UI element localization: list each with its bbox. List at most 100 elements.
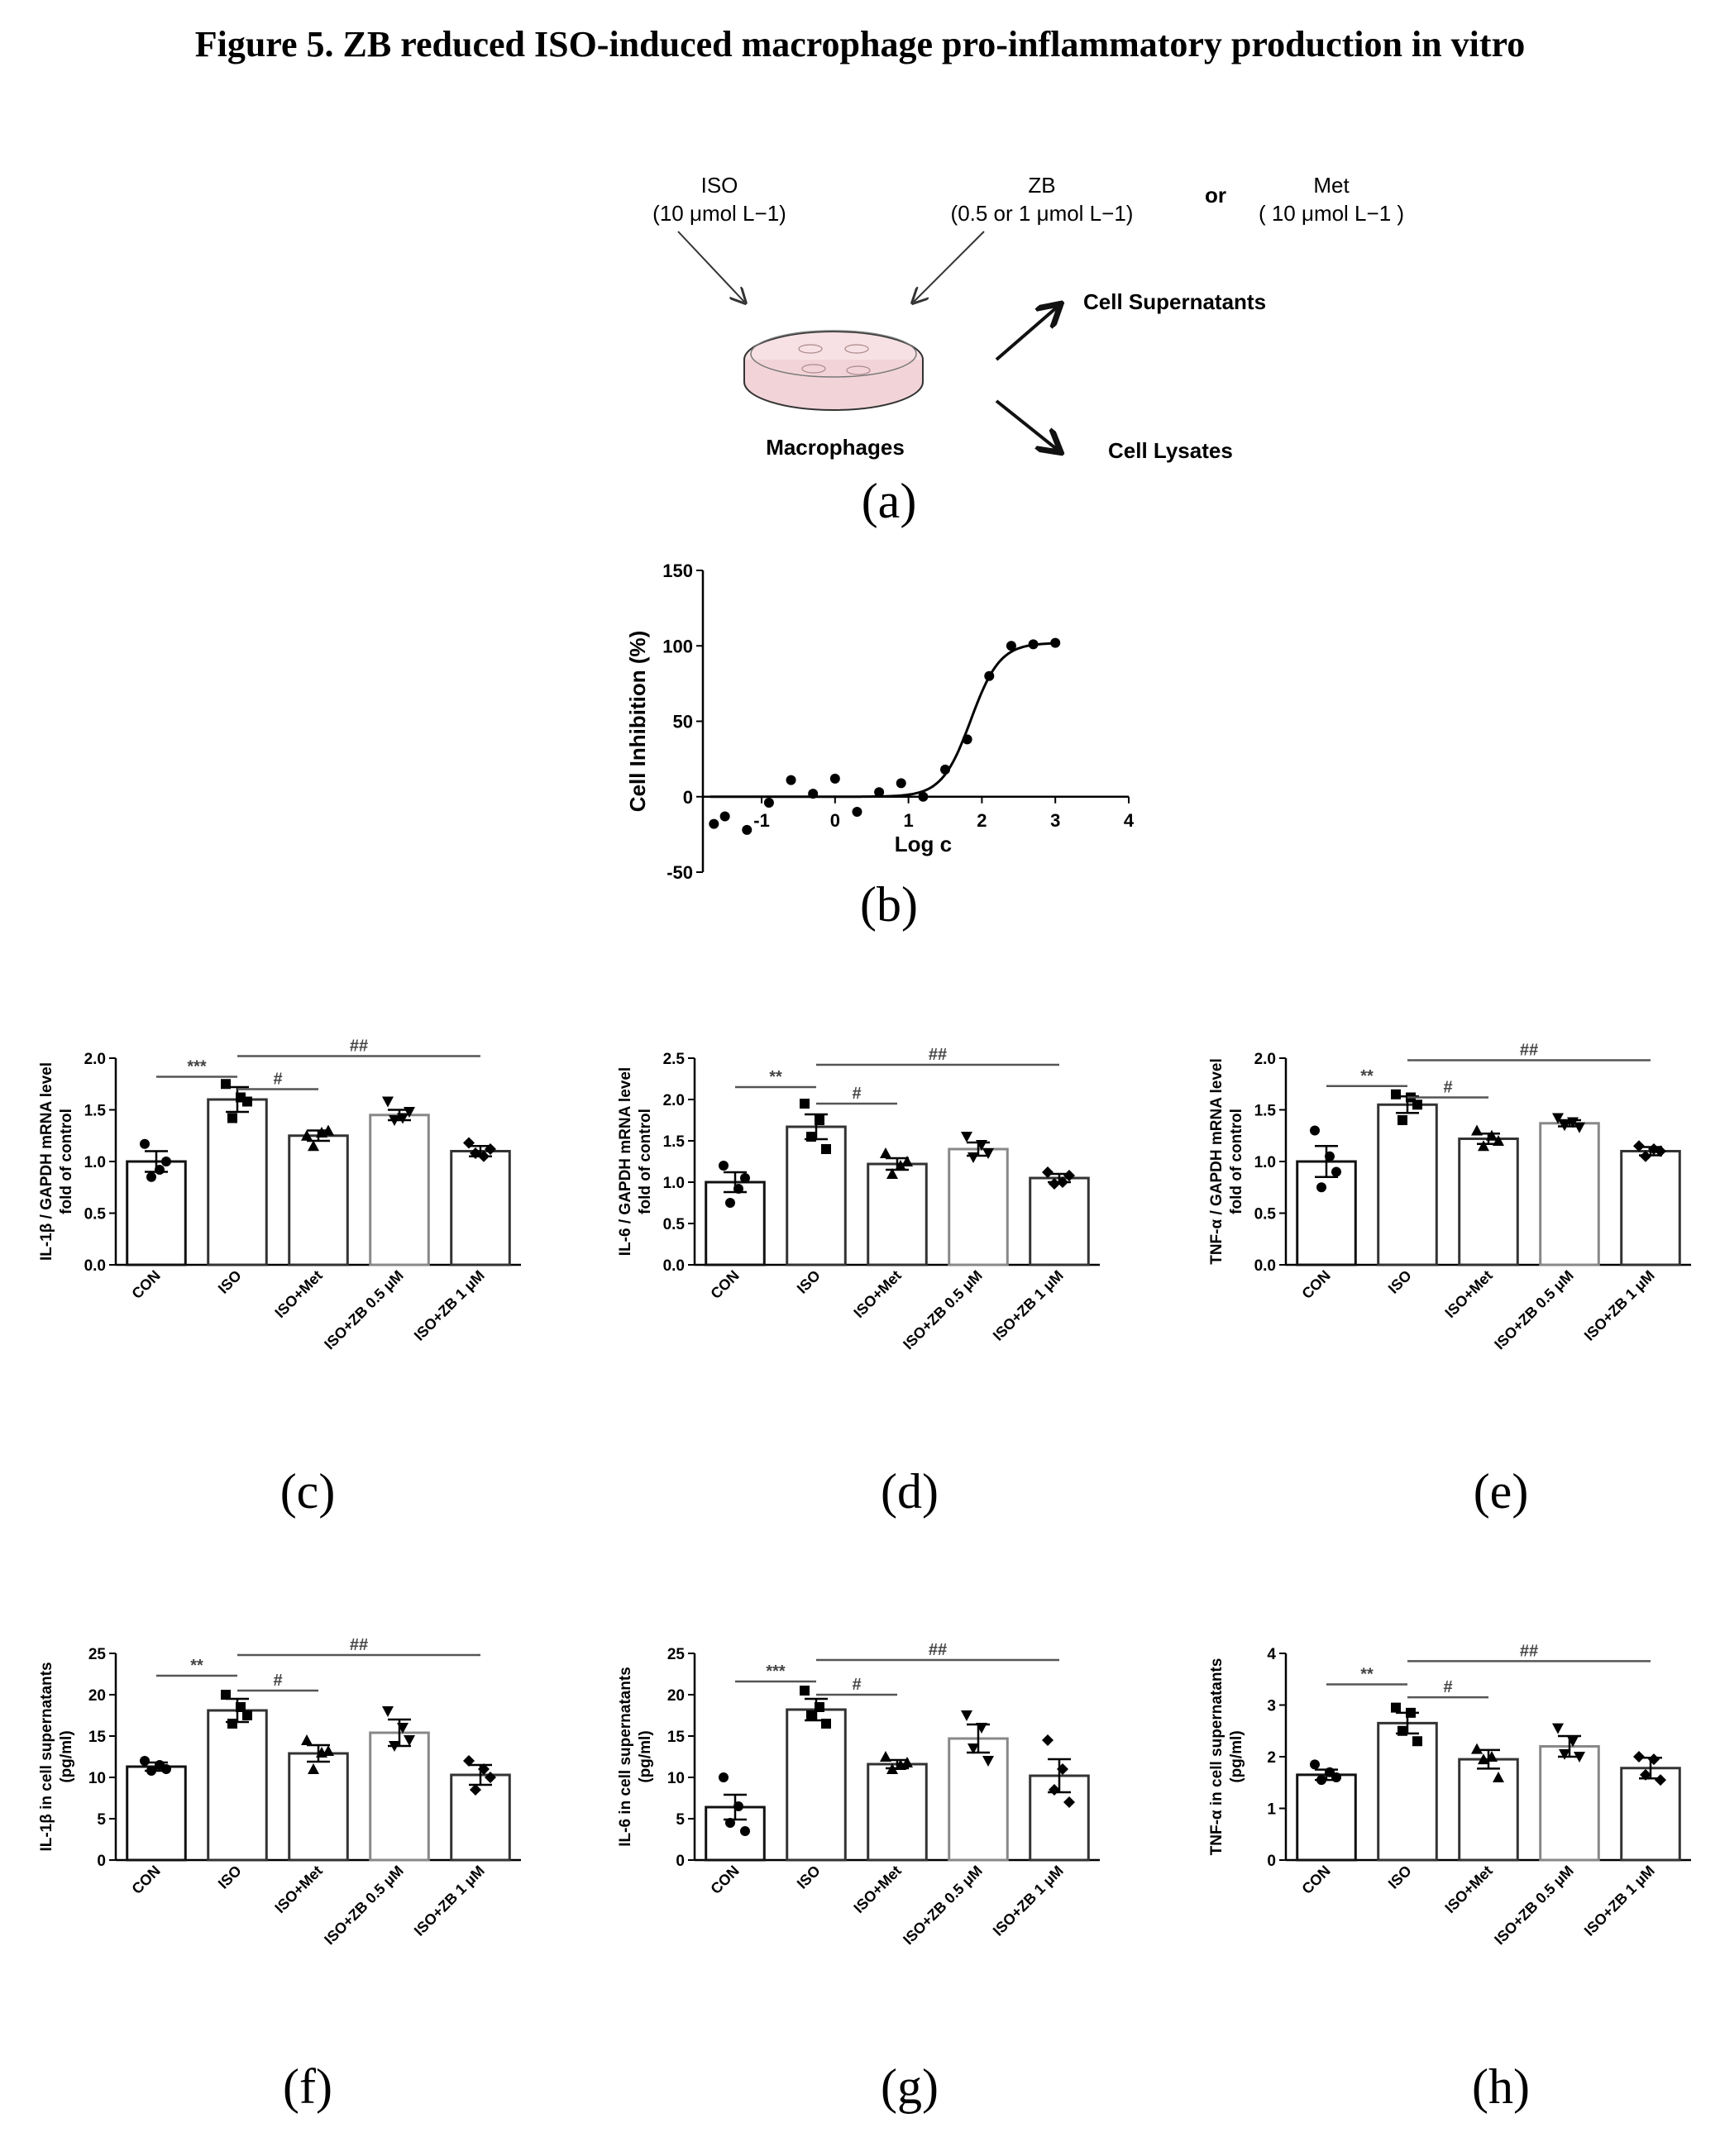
data-point [242, 1096, 252, 1107]
data-point [1406, 1707, 1416, 1718]
data-point [1398, 1115, 1407, 1125]
data-point [227, 1719, 237, 1729]
category-label: ISO+ZB 0.5 μM [1491, 1267, 1577, 1353]
bar [1296, 1773, 1357, 1862]
data-point [962, 734, 972, 745]
data-point [1493, 1135, 1504, 1146]
category-label: ISO [794, 1863, 824, 1892]
fit-curve [710, 642, 1056, 799]
y-axis-label: Cell Inhibition (%) [625, 631, 650, 813]
category-label: ISO [1385, 1267, 1415, 1297]
data-point [940, 764, 951, 775]
panel-label-b: (b) [860, 877, 918, 932]
data-point [1412, 1099, 1422, 1110]
panel-label-d: (d) [881, 1464, 939, 1519]
data-point [1486, 1129, 1498, 1141]
data-point [1331, 1166, 1341, 1177]
category-label: ISO+ZB 1 μM [1581, 1267, 1658, 1344]
y-tick-label: 10 [667, 1770, 685, 1787]
data-point [322, 1124, 334, 1136]
cell-lysates-label: Cell Lysates [1108, 438, 1233, 463]
data-point [1391, 1089, 1401, 1099]
category-label: ISO [215, 1863, 245, 1892]
data-point [1316, 1775, 1326, 1786]
data-point [961, 1710, 972, 1721]
significance-label: ## [1520, 1642, 1538, 1660]
data-point [382, 1706, 394, 1717]
data-point [808, 789, 819, 799]
data-point [161, 1157, 171, 1166]
significance-label: ** [769, 1068, 782, 1086]
data-point [389, 1741, 400, 1752]
data-point [140, 1138, 150, 1149]
data-point [404, 1107, 415, 1118]
data-point [742, 824, 752, 835]
y-tick-label: 0.5 [84, 1206, 107, 1223]
y-tick-label: 2.0 [663, 1092, 685, 1109]
category-label: CON [128, 1267, 163, 1302]
data-point [1640, 1768, 1651, 1781]
y-tick-label: 0 [1267, 1853, 1276, 1870]
y-tick-label: 10 [88, 1770, 106, 1787]
zb-label: ZB [1028, 173, 1056, 198]
data-point [397, 1723, 408, 1734]
data-point [478, 1763, 490, 1775]
bar [705, 1181, 766, 1266]
iso-concentration: (10 μmol L−1) [652, 201, 786, 226]
data-point [463, 1755, 475, 1767]
data-point [1049, 1178, 1060, 1190]
significance-label: *** [766, 1662, 786, 1681]
data-point [1633, 1140, 1645, 1152]
y-tick-label: 2.5 [663, 1051, 686, 1068]
panel-label-c: (c) [280, 1464, 336, 1519]
data-point [1567, 1117, 1579, 1128]
x-tick-label: 3 [1050, 810, 1060, 831]
bar [1620, 1150, 1681, 1266]
data-point [1050, 637, 1061, 648]
significance-label: # [273, 1071, 282, 1089]
data-point [886, 1763, 898, 1774]
significance-label: ## [929, 1641, 947, 1659]
y-tick-label: 15 [667, 1729, 686, 1746]
data-point [982, 1756, 994, 1767]
bar [867, 1162, 928, 1266]
y-tick-label: 25 [88, 1646, 107, 1663]
y-tick-label: 20 [88, 1687, 106, 1705]
data-point [1042, 1734, 1054, 1746]
data-point [852, 807, 862, 817]
y-tick-label: 0.0 [663, 1257, 685, 1275]
data-point [485, 1772, 496, 1783]
y-axis-label: (pg/ml) [637, 1730, 654, 1782]
data-point [1552, 1723, 1564, 1734]
zb-concentration: (0.5 or 1 μmol L−1) [950, 201, 1134, 226]
data-point [1574, 1122, 1585, 1133]
x-tick-label: 0 [830, 810, 840, 831]
bar [450, 1150, 511, 1266]
data-point [961, 1132, 972, 1142]
data-point [895, 1160, 906, 1171]
schematic-arrows [677, 231, 1340, 496]
data-point [155, 1165, 165, 1175]
data-point [874, 787, 885, 798]
significance-label: ** [190, 1657, 203, 1675]
data-point [322, 1745, 334, 1756]
data-point [404, 1735, 415, 1746]
data-point [301, 1129, 313, 1141]
bar [1620, 1767, 1681, 1862]
bar [1377, 1721, 1438, 1862]
bar [1539, 1122, 1600, 1266]
category-label: CON [707, 1267, 742, 1302]
data-point [1471, 1743, 1483, 1754]
data-point [308, 1763, 319, 1774]
bar [867, 1762, 928, 1862]
x-tick-label: 1 [903, 810, 913, 831]
data-point [1559, 1748, 1570, 1760]
data-point [1398, 1725, 1407, 1736]
